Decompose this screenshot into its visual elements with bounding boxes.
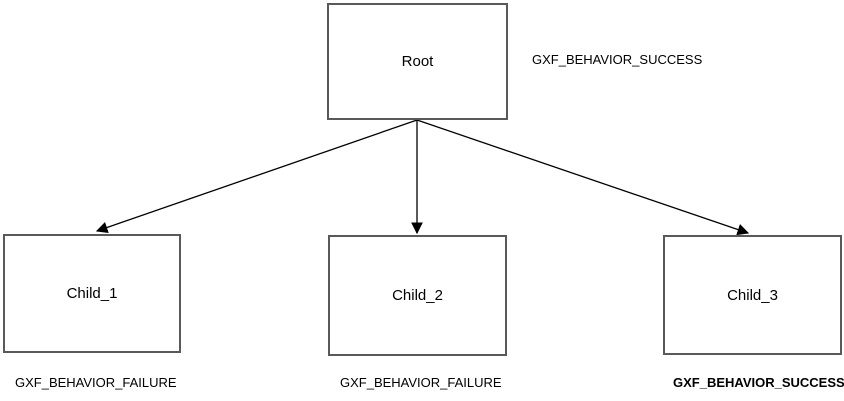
status-label-child-1: GXF_BEHAVIOR_FAILURE	[15, 375, 177, 390]
status-label-child-2: GXF_BEHAVIOR_FAILURE	[340, 375, 502, 390]
node-child-2: Child_2	[328, 235, 507, 356]
node-child-3-label: Child_3	[727, 286, 778, 304]
node-root-label: Root	[401, 53, 434, 70]
node-child-3: Child_3	[663, 235, 842, 355]
status-label-root: GXF_BEHAVIOR_SUCCESS	[532, 52, 703, 67]
status-label-child-3: GXF_BEHAVIOR_SUCCESS	[673, 375, 844, 390]
node-root: Root	[327, 3, 508, 120]
edge-root-child3	[416, 119, 750, 236]
node-child-1-label: Child_1	[66, 285, 118, 302]
node-child-2-label: Child_2	[392, 287, 443, 304]
node-child-1: Child_1	[3, 234, 181, 353]
edge-root-child1	[95, 119, 418, 234]
